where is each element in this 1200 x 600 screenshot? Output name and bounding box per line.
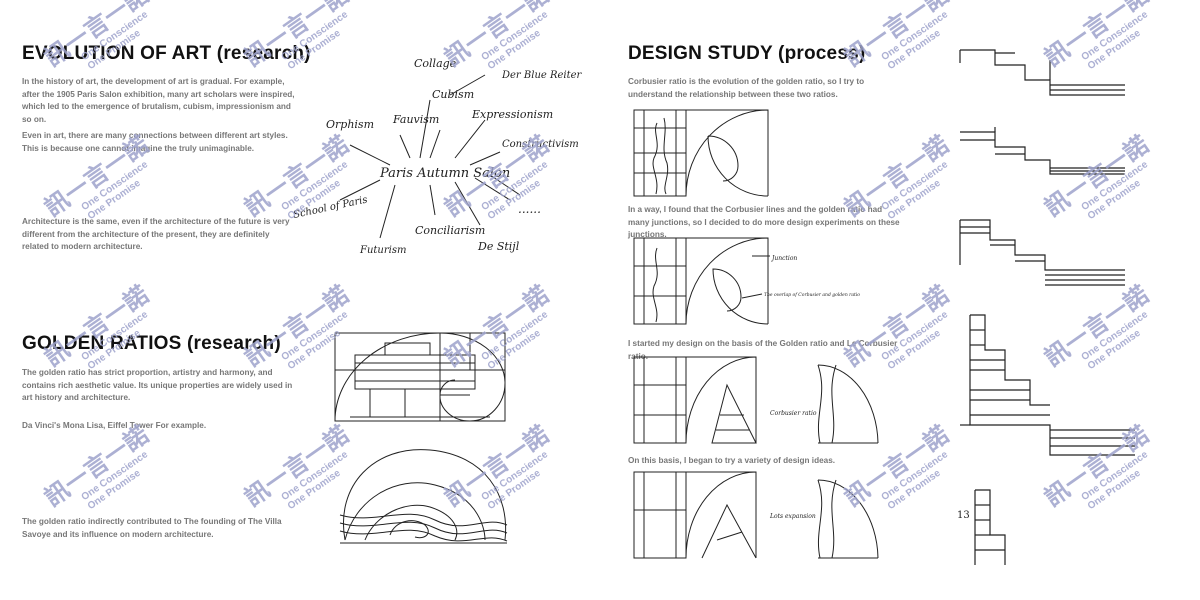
map-node-expressionism: Expressionism xyxy=(471,108,553,121)
design-study-title: DESIGN STUDY (process) xyxy=(628,43,866,64)
map-node-cubism: Cubism xyxy=(432,88,474,101)
map-node-ellipsis: ...... xyxy=(518,202,541,216)
modulor-golden-spiral-sketch-2: Junction The overlap of Corbusier and go… xyxy=(632,236,860,328)
evolution-paragraph-3: Architecture is the same, even if the ar… xyxy=(22,217,290,251)
golden-paragraph-1: The golden ratio has strict proportion, … xyxy=(22,368,293,402)
overlap-note: The overlap of Corbusier and golden rati… xyxy=(764,292,860,298)
corbusier-ratio-note: Corbusier ratio xyxy=(770,410,817,417)
step-sketch-5: 13 xyxy=(957,480,1035,565)
step-sketch-4 xyxy=(955,310,1140,458)
step-sketch-2 xyxy=(955,122,1135,182)
map-node-school-of-paris: School of Paris xyxy=(292,194,368,220)
golden-paragraph-3: The golden ratio indirectly contributed … xyxy=(22,517,282,539)
step-sketch-3 xyxy=(955,215,1135,290)
evolution-paragraph-1: In the history of art, the development o… xyxy=(22,77,295,124)
map-node-futurism: Futurism xyxy=(359,245,406,256)
design-paragraph-1: Corbusier ratio is the evolution of the … xyxy=(628,77,865,99)
design-paragraph-3: I started my design on the basis of the … xyxy=(628,339,898,361)
curved-architecture-sketch xyxy=(335,445,510,550)
map-node-der-blue-reiter: Der Blue Reiter xyxy=(501,70,583,81)
junction-note: Junction xyxy=(770,255,797,262)
golden-paragraph-2: Da Vinci's Mona Lisa, Eiffel Tower For e… xyxy=(22,421,207,430)
art-movement-mind-map: Paris Autumn Salon Collage Der Blue Reit… xyxy=(292,57,583,256)
lots-expansion-note: Lots expansion xyxy=(769,513,816,520)
villa-savoye-golden-spiral-sketch xyxy=(330,325,510,430)
map-node-collage: Collage xyxy=(414,57,457,70)
design-paragraph-4: On this basis, I began to try a variety … xyxy=(628,456,836,465)
map-center-label: Paris Autumn Salon xyxy=(379,166,510,181)
evolution-paragraph-2: Even in art, there are many connections … xyxy=(22,131,288,153)
modulor-golden-spiral-sketch-1 xyxy=(632,108,772,198)
map-node-orphism: Orphism xyxy=(326,118,374,131)
design-idea-sketch: Lots expansion xyxy=(632,470,882,562)
golden-ratios-title: GOLDEN RATIOS (research) xyxy=(22,333,281,354)
evolution-title: EVOLUTION OF ART (research) xyxy=(22,43,311,64)
map-node-constructivism: Constructivism xyxy=(502,139,579,150)
step-sketch-1 xyxy=(955,45,1135,103)
golden-corbusier-design-sketch: Corbusier ratio xyxy=(632,355,882,447)
map-node-de-stijl: De Stijl xyxy=(477,240,520,253)
design-paragraph-2: In a way, I found that the Corbusier lin… xyxy=(628,205,900,239)
map-node-conciliarism: Conciliarism xyxy=(415,224,485,237)
map-node-fauvism: Fauvism xyxy=(392,113,439,126)
sketch-number-label: 13 xyxy=(957,510,970,521)
